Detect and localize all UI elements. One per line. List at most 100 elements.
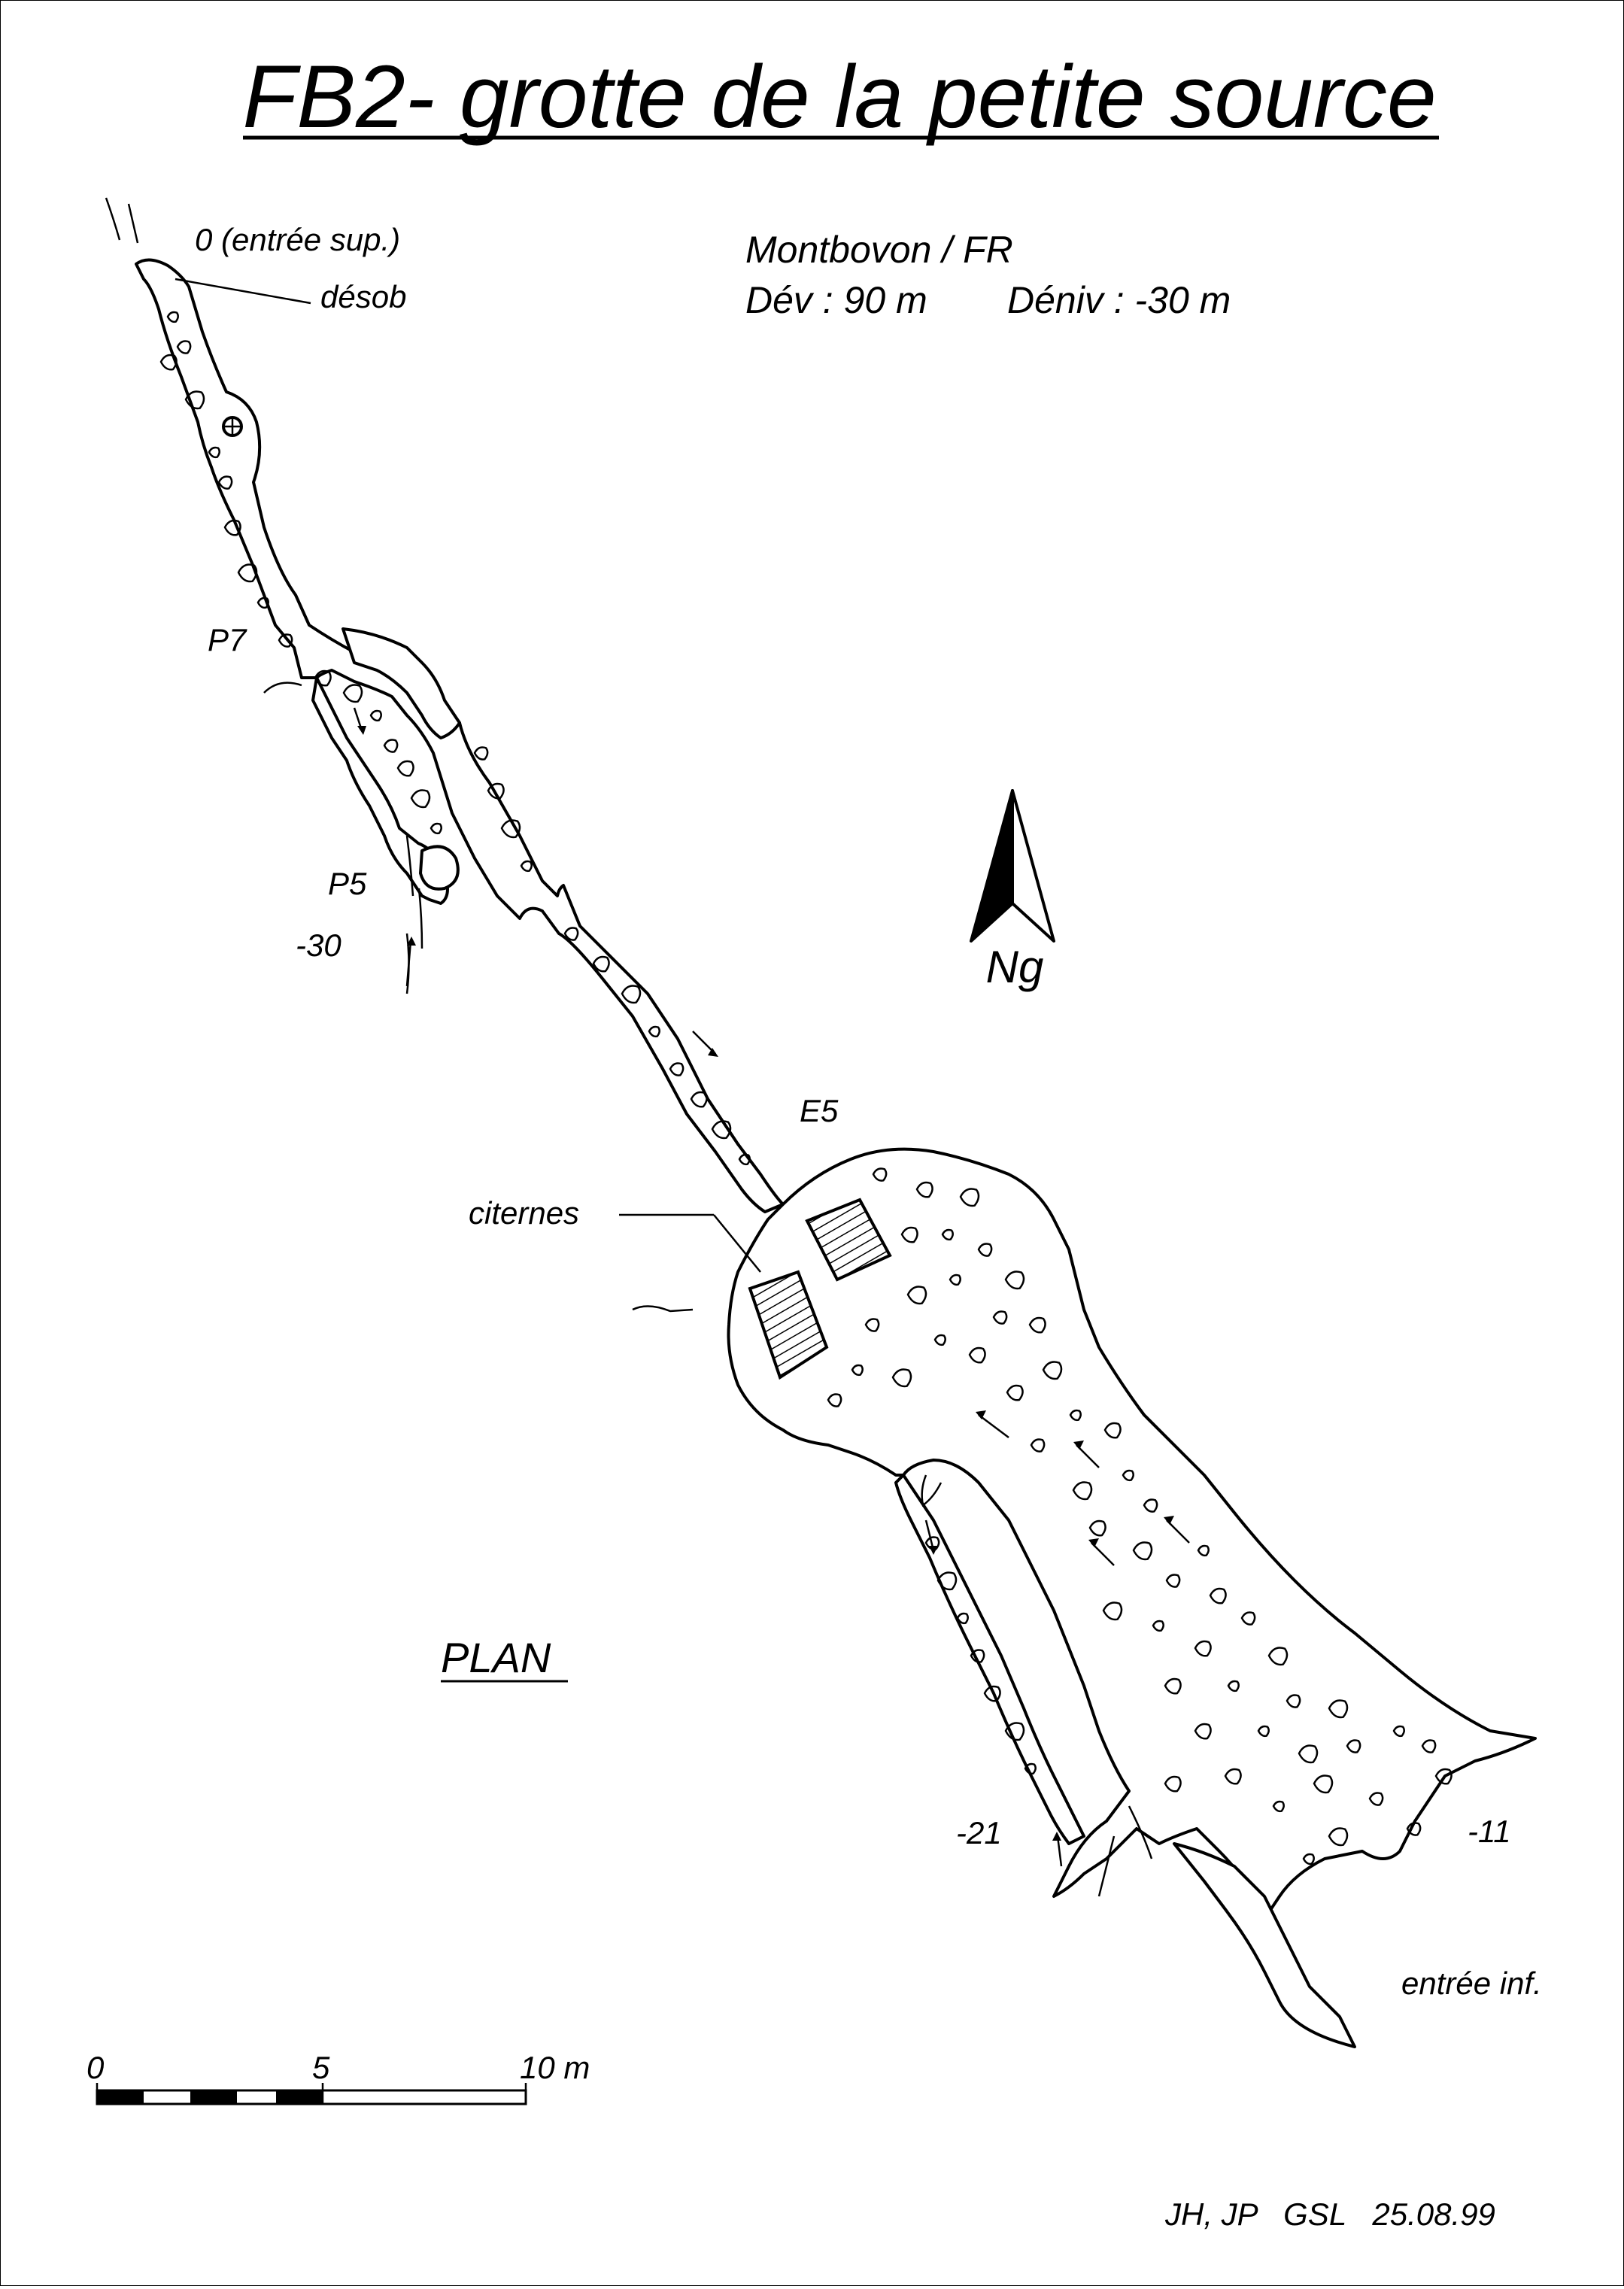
block-symbol <box>1028 1316 1046 1334</box>
block-symbol <box>1152 1620 1164 1632</box>
block-symbol <box>410 789 431 809</box>
citerne-2 <box>748 1270 829 1380</box>
block-symbol <box>592 955 610 973</box>
block-symbol <box>1240 1611 1256 1626</box>
block-symbol <box>166 311 179 323</box>
block-symbol <box>1267 1647 1289 1666</box>
block-symbol <box>1143 1498 1158 1513</box>
block-symbol <box>1042 1361 1063 1380</box>
block-symbol <box>383 739 399 753</box>
label-p7: P7 <box>208 622 247 657</box>
flow-arrows <box>263 682 1190 1867</box>
block-symbol <box>949 1274 961 1286</box>
block-symbol <box>1088 1519 1106 1537</box>
label-entree-sup: 0 (entrée sup.) <box>195 222 400 257</box>
block-symbol <box>1302 1853 1315 1866</box>
north-label: Ng <box>986 942 1044 992</box>
block-symbol <box>992 1310 1008 1325</box>
p5-pit <box>419 845 460 891</box>
block-symbol <box>1194 1723 1212 1740</box>
block-symbol <box>369 709 382 722</box>
block-symbol <box>1286 1694 1301 1708</box>
pit-marker <box>222 416 243 437</box>
map-title: FB2- grotte de la petite source <box>242 47 1436 147</box>
block-symbol <box>257 597 269 609</box>
block-symbol <box>1421 1739 1437 1753</box>
block-symbol <box>864 1318 880 1332</box>
block-symbol <box>487 782 505 800</box>
block-symbol <box>1132 1541 1153 1561</box>
block-symbol <box>872 1167 888 1182</box>
block-symbol <box>851 1364 864 1377</box>
label-citernes: citernes <box>469 1195 579 1231</box>
block-symbol <box>563 927 579 941</box>
block-symbol <box>208 446 220 459</box>
block-symbol <box>977 1243 993 1257</box>
block-symbol <box>1194 1640 1212 1657</box>
lower-entrance <box>1173 1842 1356 2048</box>
block-symbol <box>970 1649 985 1663</box>
p5-branch <box>311 676 449 905</box>
depth-text: Déniv : -30 m <box>1007 279 1231 321</box>
block-symbol <box>1164 1677 1182 1695</box>
block-symbol <box>1313 1774 1334 1794</box>
label-e5: E5 <box>800 1093 839 1128</box>
block-symbol <box>1368 1792 1384 1806</box>
scale-bar: 0 5 10 m <box>87 2050 590 2105</box>
block-symbol <box>237 563 258 583</box>
block-symbol <box>1004 1722 1025 1741</box>
scale-label-10: 10 m <box>520 2050 590 2085</box>
view-label: PLAN <box>441 1634 551 1681</box>
scale-label-5: 5 <box>312 2050 330 2085</box>
block-symbol <box>669 1062 685 1076</box>
block-symbol <box>1102 1601 1123 1621</box>
block-symbol <box>983 1685 1001 1702</box>
label-depth-11: -11 <box>1468 1814 1511 1849</box>
block-symbol <box>936 1571 958 1591</box>
block-symbol <box>1197 1544 1210 1557</box>
north-arrow: Ng <box>970 789 1055 992</box>
block-symbol <box>1272 1800 1285 1813</box>
cave-passages <box>105 197 1537 2048</box>
block-symbol <box>1392 1725 1405 1738</box>
block-symbols <box>159 311 1452 1866</box>
block-symbol <box>827 1393 842 1407</box>
label-desob: désob <box>320 279 406 314</box>
block-symbol <box>1164 1775 1182 1793</box>
block-symbol <box>1004 1270 1025 1290</box>
block-symbol <box>1227 1680 1240 1692</box>
block-symbol <box>430 822 442 835</box>
block-symbol <box>968 1346 986 1364</box>
block-symbol <box>900 1226 918 1243</box>
label-depth-30: -30 <box>296 927 341 963</box>
block-symbol <box>1257 1725 1270 1738</box>
block-symbol <box>278 633 293 648</box>
block-symbol <box>1209 1587 1227 1604</box>
block-symbol <box>1122 1469 1134 1482</box>
block-symbol <box>1298 1744 1319 1764</box>
scale-label-0: 0 <box>87 2050 105 2085</box>
block-symbol <box>1346 1739 1361 1753</box>
citerne-1 <box>805 1198 892 1282</box>
block-symbol <box>473 746 489 760</box>
location-text: Montbovon / FR <box>745 229 1013 271</box>
block-symbol <box>342 684 363 703</box>
block-symbol <box>1024 1762 1037 1775</box>
block-symbol <box>500 819 521 839</box>
block-symbol <box>1103 1422 1122 1439</box>
block-symbol <box>738 1153 751 1166</box>
upper-passage <box>135 258 785 1213</box>
block-symbol <box>1328 1699 1349 1719</box>
block-symbol <box>941 1228 954 1241</box>
block-symbol <box>933 1334 946 1346</box>
desob-leader <box>175 278 311 305</box>
block-symbol <box>1006 1384 1024 1401</box>
block-symbol <box>520 860 533 873</box>
block-symbol <box>1406 1822 1422 1836</box>
label-entree-inf: entrée inf. <box>1401 1966 1542 2001</box>
block-symbol <box>711 1120 732 1140</box>
block-symbol <box>1069 1409 1082 1422</box>
p7-loop <box>341 627 461 739</box>
